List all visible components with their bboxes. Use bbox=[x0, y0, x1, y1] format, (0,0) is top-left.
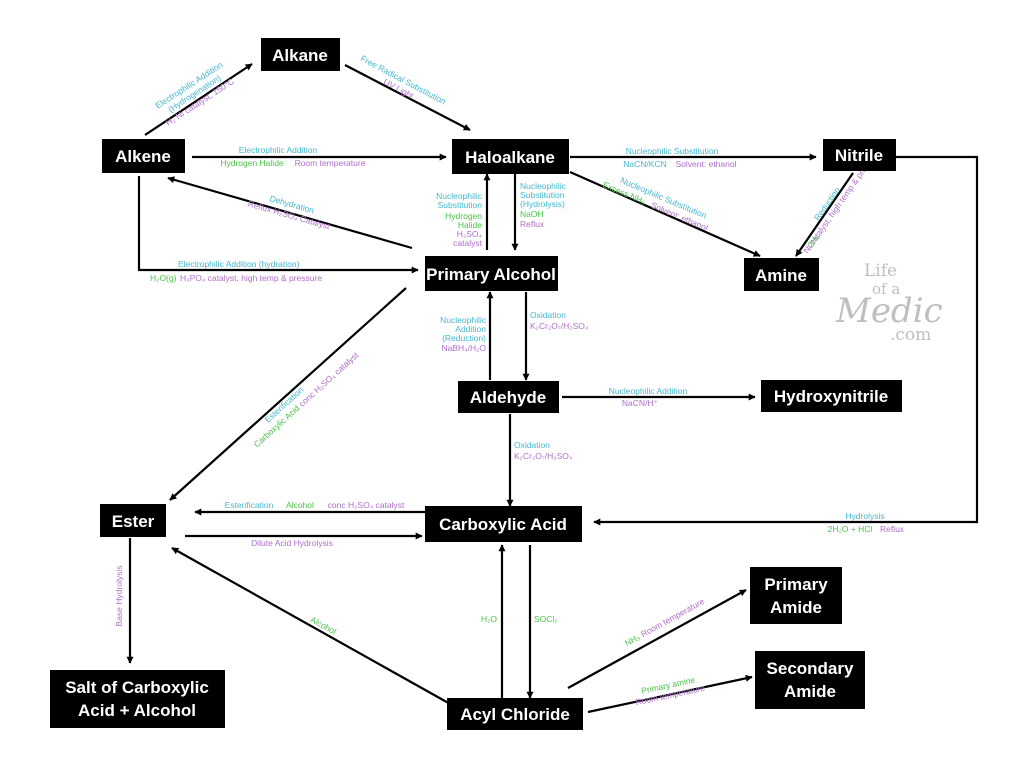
arrow-nitrile-to-amine bbox=[795, 172, 854, 257]
label-ald-acid-1: Oxidation bbox=[514, 440, 550, 450]
node-primary-amide: Primary Amide bbox=[750, 567, 842, 624]
arrow-alcohol-to-ester bbox=[169, 287, 407, 501]
arrow-alkene-to-alcohol bbox=[137, 176, 419, 274]
node-amine: Amine bbox=[744, 258, 819, 291]
arrow-acyl-chloride-to-secondary-amide bbox=[587, 674, 753, 714]
label-ald-alc-2: Addition bbox=[455, 324, 486, 334]
label-hydration-2: H₂O(g) bbox=[150, 273, 177, 283]
label-alc-halo-6: catalyst bbox=[453, 238, 482, 248]
label-ald-acid-2: K₂Cr₂O₇/H₂SO₄ bbox=[514, 451, 573, 461]
node-ester: Ester bbox=[100, 504, 166, 537]
watermark-line4: .com bbox=[890, 325, 931, 345]
node-nitrile: Nitrile bbox=[823, 139, 896, 171]
node-primary-alcohol: Primary Alcohol bbox=[425, 256, 558, 291]
label-nitrile-acid-1: Hydrolysis bbox=[845, 511, 884, 521]
label-ald-alc-4: NaBH₄/H₂O bbox=[441, 343, 486, 353]
arrow-acyl-chloride-to-ester bbox=[171, 547, 453, 706]
label-alc-halo-4: Halide bbox=[458, 220, 482, 230]
label-ald-alc-3: (Reduction) bbox=[442, 333, 486, 343]
nodes: Alkane Alkene Haloalkane Nitrile Amine P… bbox=[50, 38, 902, 730]
label-alc-ald-1: Oxidation bbox=[530, 310, 566, 320]
arrow-nitrile-to-carboxylic-acid bbox=[593, 155, 979, 526]
label-acid-ester-3: conc H₂SO₄ catalyst bbox=[328, 500, 405, 510]
node-acyl-chloride: Acyl Chloride bbox=[447, 698, 583, 730]
node-alkane-label: Alkane bbox=[272, 46, 328, 65]
node-alkane: Alkane bbox=[261, 38, 340, 71]
node-secondary-amide-line1: Secondary bbox=[767, 659, 854, 678]
node-primary-alcohol-label: Primary Alcohol bbox=[426, 265, 556, 284]
label-ester-salt-1: Base Hydrolysis bbox=[114, 566, 124, 627]
node-hydroxynitrile-label: Hydroxynitrile bbox=[774, 387, 888, 406]
node-alkene-label: Alkene bbox=[115, 147, 171, 166]
label-alc-halo-5: H₂SO₄ bbox=[457, 229, 483, 239]
watermark-line2: of a bbox=[872, 280, 900, 298]
label-acyl-pamide-1: NH₃ bbox=[623, 632, 642, 648]
label-ald-hydroxy-2: NaCN/H⁺ bbox=[622, 398, 659, 408]
label-alkene-halo-1: Electrophilic Addition bbox=[239, 145, 318, 155]
label-acid-acyl-1: SOCl₂ bbox=[534, 614, 558, 624]
watermark-logo: Life of a Medic .com bbox=[835, 261, 943, 345]
node-salt-label-line1: Salt of Carboxylic bbox=[65, 678, 209, 697]
node-haloalkane: Haloalkane bbox=[452, 139, 569, 174]
node-aldehyde: Aldehyde bbox=[458, 381, 559, 413]
arrow-alkane-to-haloalkane bbox=[344, 64, 471, 131]
node-primary-amide-line2: Amide bbox=[770, 598, 822, 617]
label-ald-alc-1: Nucleophilic bbox=[440, 315, 487, 325]
label-halo-alc-1: Nucleophilic bbox=[520, 181, 567, 191]
label-alc-halo-3: Hydrogen bbox=[445, 211, 482, 221]
label-alkene-halo-2: Hydrogen Halide bbox=[220, 158, 284, 168]
label-alkene-halo-3: Room temperature bbox=[295, 158, 366, 168]
node-carboxylic-acid-label: Carboxylic Acid bbox=[439, 515, 567, 534]
node-hydroxynitrile: Hydroxynitrile bbox=[761, 380, 902, 412]
node-secondary-amide-line2: Amide bbox=[784, 682, 836, 701]
label-alc-ald-2: K₂Cr₂O₇/H₂SO₄ bbox=[530, 321, 589, 331]
node-ester-label: Ester bbox=[112, 512, 155, 531]
label-halo-alc-2: Substitution bbox=[520, 190, 565, 200]
label-nitrile-acid-3: Reflux bbox=[880, 524, 905, 534]
label-ester-acid-1: Dilute Acid Hydrolysis bbox=[251, 538, 333, 548]
label-hydration-1: Electrophilic Addition (hydration) bbox=[178, 259, 300, 269]
arrows bbox=[126, 63, 979, 714]
arrow-alcohol-to-alkene bbox=[167, 176, 413, 250]
watermark-line3: Medic bbox=[835, 291, 943, 331]
label-alc-halo-1: Nucleophilic bbox=[436, 191, 483, 201]
node-haloalkane-label: Haloalkane bbox=[465, 148, 555, 167]
label-ald-hydroxy-1: Nucleophilic Addition bbox=[609, 386, 688, 396]
label-halo-nitrile-2: NaCN/KCN bbox=[623, 159, 666, 169]
node-salt-label-line2: Acid + Alcohol bbox=[78, 701, 196, 720]
label-halo-alc-3: (Hydrolysis) bbox=[520, 199, 565, 209]
arrow-acyl-chloride-to-primary-amide bbox=[567, 589, 747, 689]
label-alc-halo-2: Substitution bbox=[438, 200, 483, 210]
node-alkene: Alkene bbox=[102, 139, 185, 173]
arrow-haloalkane-to-amine bbox=[569, 170, 761, 258]
node-salt-of-carboxylic-acid: Salt of Carboxylic Acid + Alcohol bbox=[50, 670, 225, 728]
node-secondary-amide: Secondary Amide bbox=[755, 651, 865, 709]
node-primary-amide-line1: Primary bbox=[764, 575, 828, 594]
label-acyl-acid-1: H₂O bbox=[481, 614, 497, 624]
node-acyl-chloride-label: Acyl Chloride bbox=[460, 705, 570, 724]
node-aldehyde-label: Aldehyde bbox=[470, 388, 547, 407]
label-halo-nitrile-1: Nucleophilic Substitution bbox=[626, 146, 719, 156]
node-amine-label: Amine bbox=[755, 266, 807, 285]
label-halo-alc-5: Reflux bbox=[520, 219, 545, 229]
node-carboxylic-acid: Carboxylic Acid bbox=[425, 506, 582, 542]
node-nitrile-label: Nitrile bbox=[835, 146, 883, 165]
label-hydration-3: H₃PO₄ catalyst, high temp & pressure bbox=[180, 273, 322, 283]
label-acid-ester-2: Alcohol bbox=[286, 500, 314, 510]
label-halo-nitrile-3: Solvent: ethanol bbox=[676, 159, 737, 169]
label-nitrile-acid-2: 2H₂O + HCl bbox=[828, 524, 873, 534]
label-acid-ester-1: Esterification bbox=[225, 500, 274, 510]
label-halo-alc-4: NaOH bbox=[520, 209, 544, 219]
arrow-alkene-to-alkane bbox=[144, 63, 253, 136]
watermark-line1: Life bbox=[864, 261, 897, 281]
